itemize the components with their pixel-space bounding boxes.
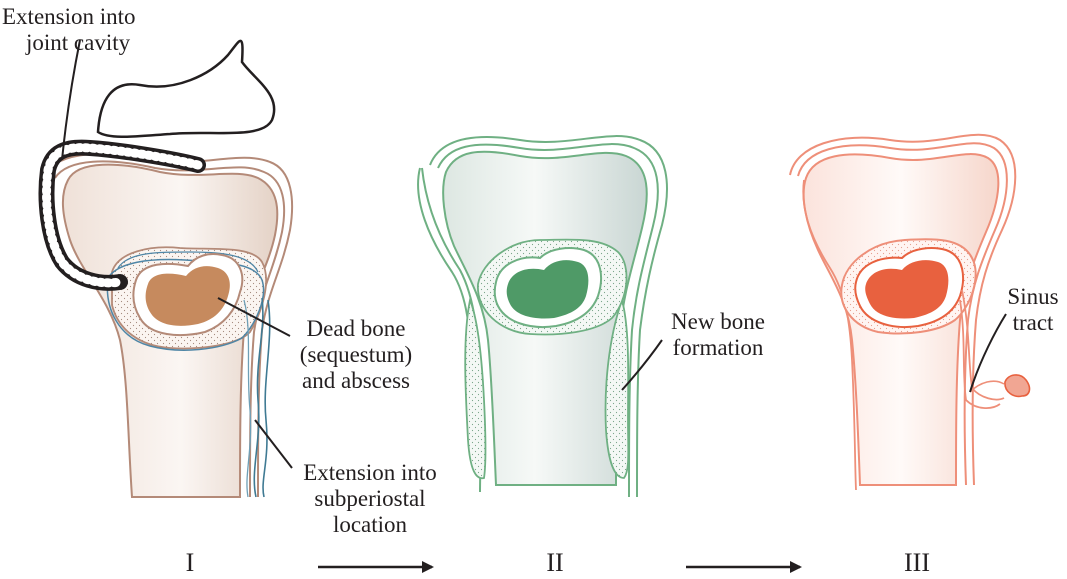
label-line: and abscess [302, 368, 410, 393]
stage-2-bone [417, 135, 668, 498]
subperiosteal-lines [253, 297, 264, 498]
label-line: location [332, 512, 408, 537]
stage-label-1: I [185, 548, 195, 577]
leader-joint-cavity [61, 39, 81, 161]
stage-label-2: II [546, 548, 564, 577]
label-line: tract [1012, 310, 1054, 335]
label-line: (sequestum) [299, 342, 413, 367]
leader-sinus [969, 313, 1007, 393]
leader-subperiosteal [254, 419, 293, 469]
label-sinus-tract: Sinus tract [1000, 284, 1066, 336]
label-line: formation [672, 335, 764, 360]
stage-3-bone [789, 133, 1031, 491]
new-bone-right [604, 296, 630, 479]
sequestrum [145, 266, 230, 326]
sequestrum [865, 260, 949, 319]
stage-1-bone [38, 39, 294, 498]
label-line: Sinus [1007, 284, 1059, 309]
sinus-discharge [1004, 374, 1031, 398]
label-new-bone-formation: New bone formation [658, 309, 778, 361]
label-line: joint cavity [26, 30, 131, 55]
sequestrum [506, 260, 589, 319]
label-line: Extension into [303, 460, 437, 485]
leader-dead-bone [217, 297, 291, 337]
label-line: Extension into [2, 4, 136, 29]
joint-surface-curve [96, 39, 276, 139]
stage-label-3: III [904, 548, 930, 577]
leader-new-bone [621, 339, 663, 391]
label-subperiosteal-extension: Extension into subperiostal location [290, 460, 450, 538]
label-line: subperiostal [314, 486, 426, 511]
label-line: Dead bone [306, 316, 406, 341]
label-dead-bone: Dead bone (sequestum) and abscess [286, 316, 426, 394]
label-joint-cavity-extension: Extension into joint cavity [2, 4, 136, 56]
label-line: New bone [671, 309, 765, 334]
new-bone-left [464, 296, 487, 480]
